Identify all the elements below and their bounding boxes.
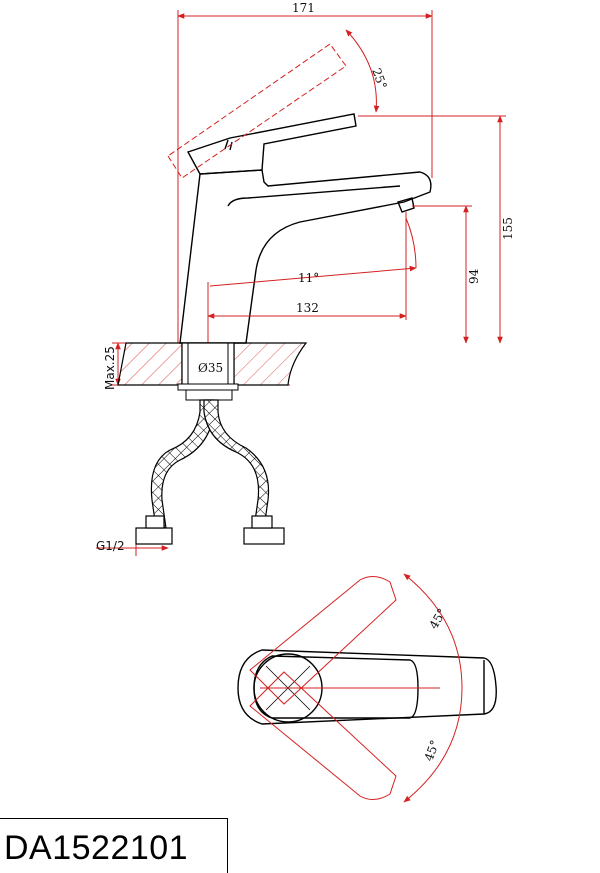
top-view-rotation	[249, 573, 463, 803]
faucet-top-view	[237, 649, 497, 725]
dim-hole-diameter: Ø35	[198, 361, 223, 375]
model-code: DA1522101	[4, 829, 189, 867]
dim-171: 171	[292, 1, 315, 15]
dim-lever-angle: 25°	[369, 66, 389, 91]
lever-rotated-outline	[167, 43, 347, 179]
supply-hoses	[135, 399, 285, 545]
dim-94: 94	[467, 268, 481, 284]
dimension-labels: 171 25° 155 94 11° 132 Max.25 Ø35 G1/2 4…	[96, 1, 515, 763]
spout-inner-line	[227, 185, 401, 207]
hose-left	[150, 399, 215, 529]
dim-deck-thickness: Max.25	[103, 346, 117, 390]
nut-left	[135, 527, 173, 545]
mounting-shank	[181, 342, 235, 386]
dim-132: 132	[296, 301, 319, 315]
nut-right	[243, 527, 285, 545]
dim-spout-angle: 11°	[298, 271, 319, 285]
lever	[186, 113, 357, 175]
dim-rotation-bottom: 45°	[422, 738, 442, 763]
model-code-box: DA1522101	[0, 818, 228, 873]
faucet-side-view	[179, 113, 432, 344]
dim-thread: G1/2	[96, 539, 125, 553]
faucet-body	[179, 169, 432, 344]
deck-section	[117, 342, 308, 401]
aerator	[397, 197, 415, 213]
dim-rotation-top: 45°	[426, 606, 449, 631]
dim-155: 155	[501, 217, 515, 240]
hose-right	[203, 399, 270, 529]
